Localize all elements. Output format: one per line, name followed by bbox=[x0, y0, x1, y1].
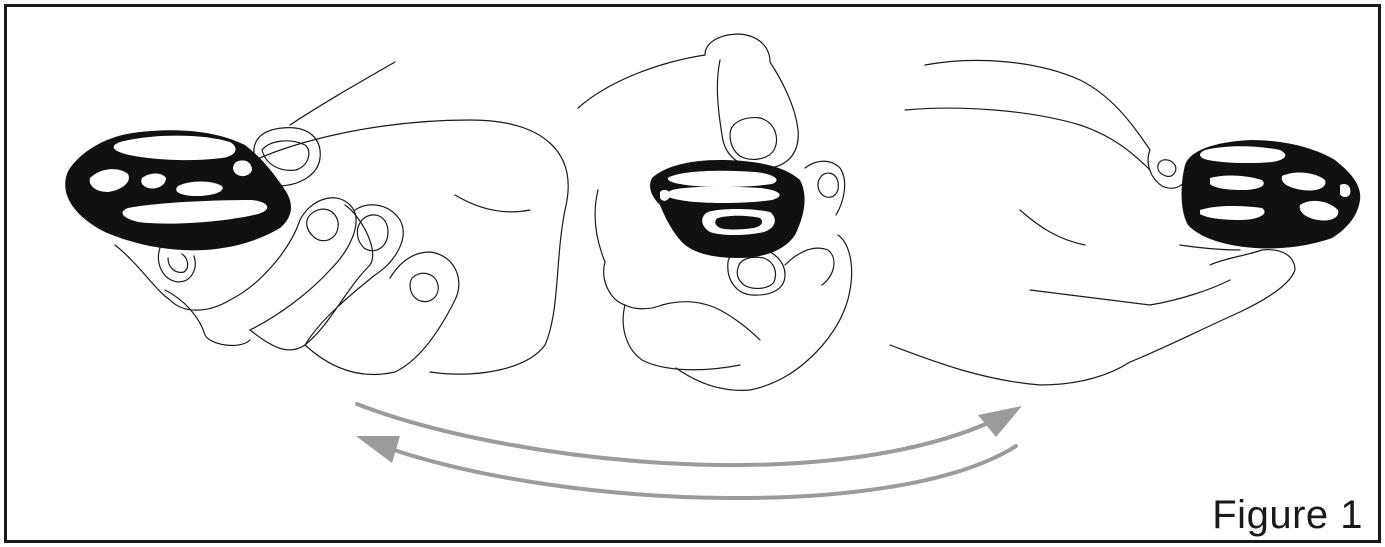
center-device-icon bbox=[650, 160, 805, 258]
figure-caption: Figure 1 bbox=[1212, 495, 1363, 535]
left-device-icon bbox=[65, 130, 291, 250]
rotate-right-arrow-icon bbox=[357, 404, 1022, 465]
right-device-icon bbox=[1182, 140, 1361, 248]
